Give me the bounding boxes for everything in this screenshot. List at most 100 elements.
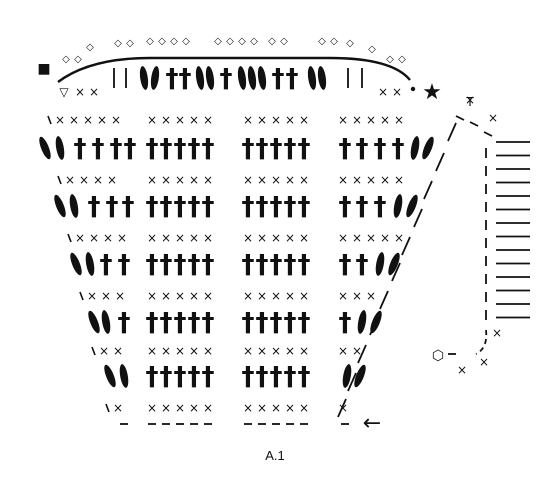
single-crochet-symbol: × [103,231,113,245]
treble-symbol: † [160,134,173,164]
treble-symbol: † [174,134,187,164]
top-arc [57,56,411,83]
single-crochet-symbol: × [392,85,402,99]
treble-symbol: † [110,134,123,164]
cluster-symbol [342,364,352,388]
treble-symbol: † [270,362,283,392]
single-crochet-symbol: × [115,289,125,303]
treble-symbol: † [179,64,192,94]
single-crochet-symbol: × [492,326,502,340]
single-crochet-symbol: × [175,401,185,415]
single-crochet-symbol: × [457,363,467,377]
single-crochet-symbol: × [394,231,404,245]
treble-symbol: † [298,192,311,222]
cluster-symbol [354,364,366,388]
triangle-symbol: ▽ [59,85,69,99]
single-crochet-symbol: × [257,344,267,358]
single-crochet-symbol: × [175,231,185,245]
treble-symbol: † [270,250,283,280]
single-crochet-symbol: × [366,289,376,303]
single-crochet-symbol: × [271,401,281,415]
single-crochet-symbol: × [285,401,295,415]
treble-symbol: † [188,250,201,280]
chart-caption: A.1 [265,448,285,463]
cluster-symbol [39,136,51,160]
treble-symbol: † [356,250,369,280]
cluster-symbol [410,136,420,160]
slip-stitch-symbol [455,115,465,121]
treble-symbol: † [146,308,159,338]
edge-mark [105,403,110,413]
treble-symbol: † [256,362,269,392]
edge-mark [91,346,96,356]
treble-symbol: † [160,308,173,338]
slip-stitch-symbol [447,122,457,142]
single-crochet-symbol: × [99,344,109,358]
single-crochet-symbol: × [271,344,281,358]
single-crochet-symbol: × [257,113,267,127]
single-crochet-symbol: × [488,111,498,125]
single-crochet-symbol: × [65,173,75,187]
single-crochet-symbol: × [299,173,309,187]
chain-loop-symbol: ◇ [126,38,134,49]
single-crochet-symbol: × [101,289,111,303]
single-crochet-symbol: × [189,289,199,303]
single-crochet-symbol: × [189,173,199,187]
single-crochet-symbol: × [147,344,157,358]
cluster-symbol [119,364,129,388]
treble-symbol: † [298,362,311,392]
single-crochet-symbol: × [113,401,123,415]
chain-loop-symbol: ◇ [170,36,178,47]
single-crochet-symbol: × [285,344,295,358]
treble-symbol: † [118,250,131,280]
cluster-symbol [88,310,100,334]
single-crochet-symbol: × [299,344,309,358]
cluster-symbol [307,66,317,90]
single-crochet-symbol: × [479,355,489,369]
cluster-symbol [104,364,116,388]
chain-loop-symbol: ◇ [74,54,82,65]
treble-symbol: † [339,192,352,222]
treble-symbol: † [286,64,299,94]
slip-stitch-symbol [423,180,433,200]
single-crochet-symbol: × [366,231,376,245]
single-crochet-symbol: × [285,231,295,245]
single-crochet-symbol: × [380,231,390,245]
edge-mark [79,291,84,301]
single-crochet-symbol: × [243,289,253,303]
treble-symbol: † [270,134,283,164]
chain-loop-symbol: ◇ [346,38,354,49]
slip-stitch-symbol [379,290,389,310]
cluster-symbol [101,310,111,334]
treble-symbol: † [339,250,352,280]
chain-loop-symbol: ◇ [62,54,70,65]
slip-stitch-symbol [435,152,445,172]
corner-chain [475,329,488,355]
treble-symbol: † [356,134,369,164]
cluster-symbol [69,194,79,218]
treble-symbol: † [270,192,283,222]
dot-symbol [410,86,416,92]
chain-loop-symbol: ◇ [318,36,326,47]
chain-loop-symbol: ◇ [146,36,154,47]
single-crochet-symbol: × [203,113,213,127]
treble-symbol: † [160,250,173,280]
treble-symbol: † [356,192,369,222]
treble-symbol: † [106,192,119,222]
treble-symbol: † [146,250,159,280]
single-crochet-symbol: × [147,289,157,303]
treble-symbol: † [298,308,311,338]
edge-mark [67,233,72,243]
treble-symbol: † [202,134,215,164]
chain-loop-symbol: ◇ [268,36,276,47]
single-crochet-symbol: × [299,231,309,245]
treble-symbol: † [188,192,201,222]
cluster-symbol [388,252,400,276]
chain-loop-symbol: ◇ [250,36,258,47]
treble-symbol: † [146,134,159,164]
hexagon-marker-icon: ⬡ [432,348,444,364]
slip-stitch-symbol [469,121,479,127]
treble-symbol: † [160,362,173,392]
treble-symbol: † [220,64,233,94]
chart-marks: ××××××××××××××××××××××××××××××××××××××××… [37,36,530,436]
